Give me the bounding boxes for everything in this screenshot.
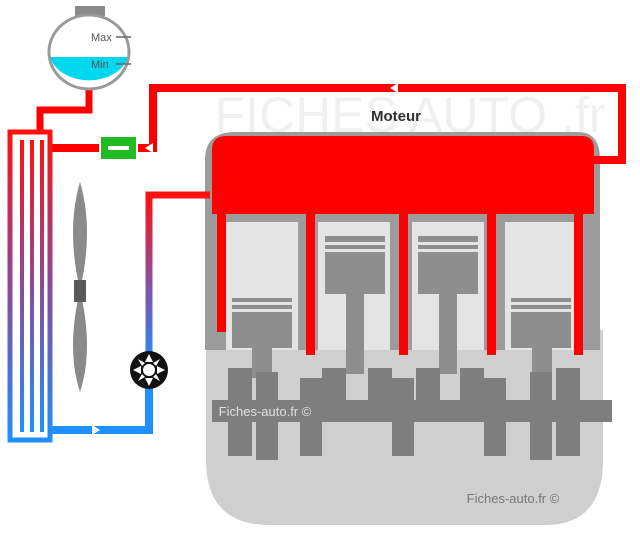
flow-arrows (92, 83, 398, 435)
pistons (232, 236, 571, 378)
tank-max-label: Max (91, 32, 112, 44)
engine-inlet-pipe (145, 191, 210, 370)
crankshaft (212, 368, 612, 460)
cold-pipe (50, 388, 153, 434)
water-jacket (212, 136, 594, 355)
watermark-middle: Fiches-auto.fr © (219, 404, 312, 419)
piston (511, 298, 571, 378)
watermark-top: FICHES AUTO .fr (215, 87, 606, 143)
arrow-icon (145, 143, 153, 153)
tank-min-label: Min (91, 59, 109, 71)
piston (325, 236, 385, 374)
piston (232, 298, 292, 378)
radiator (7, 129, 53, 443)
engine-label: Moteur (371, 108, 421, 125)
watermark-bottom: Fiches-auto.fr © (467, 491, 560, 506)
tank-cap (75, 6, 105, 16)
coolant-level (50, 57, 128, 81)
water-pump-icon (130, 351, 168, 389)
fan-icon (73, 182, 87, 392)
arrow-icon (390, 83, 398, 93)
tank-hose (36, 82, 93, 138)
thermostat-icon (99, 135, 138, 161)
arrow-icon (92, 425, 100, 435)
expansion-tank: Max Min (47, 6, 131, 91)
piston (418, 236, 478, 374)
